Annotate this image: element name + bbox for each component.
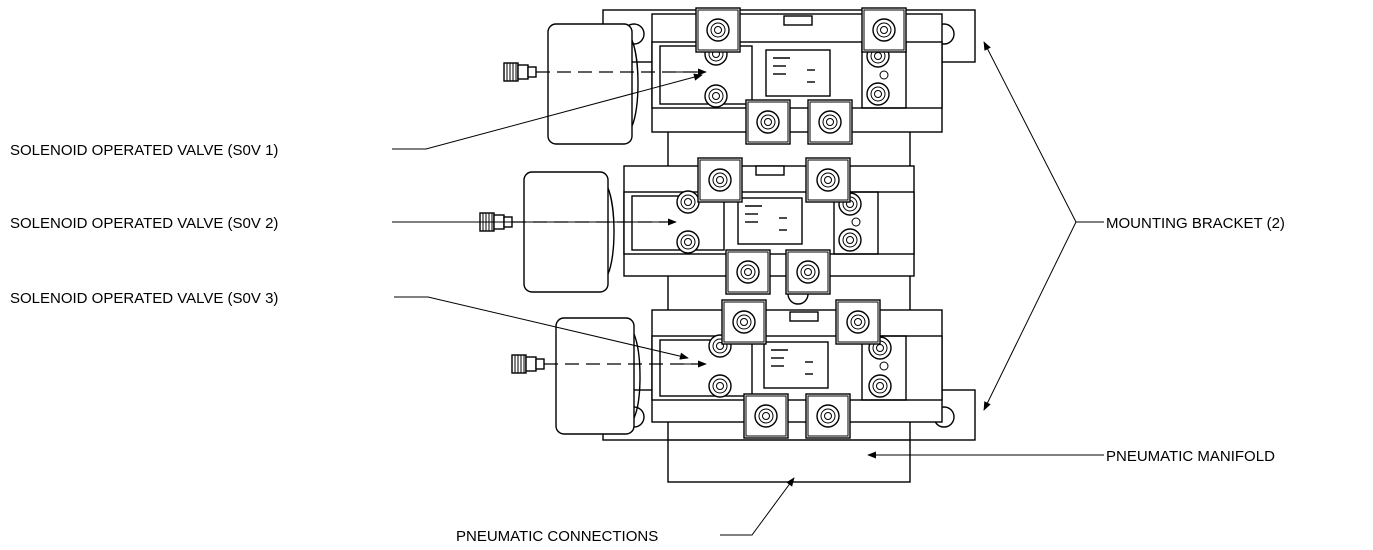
nameplate bbox=[737, 197, 803, 245]
solenoid-coil bbox=[555, 317, 635, 435]
solenoid-valve-1 bbox=[503, 8, 943, 145]
label-pneumatic-connections: PNEUMATIC CONNECTIONS bbox=[456, 528, 658, 545]
nameplate bbox=[765, 49, 831, 97]
label-sov-2: SOLENOID OPERATED VALVE (S0V 2) bbox=[10, 215, 278, 232]
solenoid-valve-2 bbox=[479, 158, 915, 294]
leader-lines bbox=[392, 41, 1104, 536]
label-sov-3: SOLENOID OPERATED VALVE (S0V 3) bbox=[10, 290, 278, 307]
label-pneumatic-manifold: PNEUMATIC MANIFOLD bbox=[1106, 448, 1275, 465]
solenoid-coil bbox=[547, 23, 633, 145]
solenoid-valve-3 bbox=[511, 300, 943, 438]
solenoid-coil bbox=[523, 171, 609, 293]
label-mounting-bracket: MOUNTING BRACKET (2) bbox=[1106, 215, 1285, 232]
label-sov-1: SOLENOID OPERATED VALVE (S0V 1) bbox=[10, 142, 278, 159]
nameplate bbox=[763, 341, 829, 389]
